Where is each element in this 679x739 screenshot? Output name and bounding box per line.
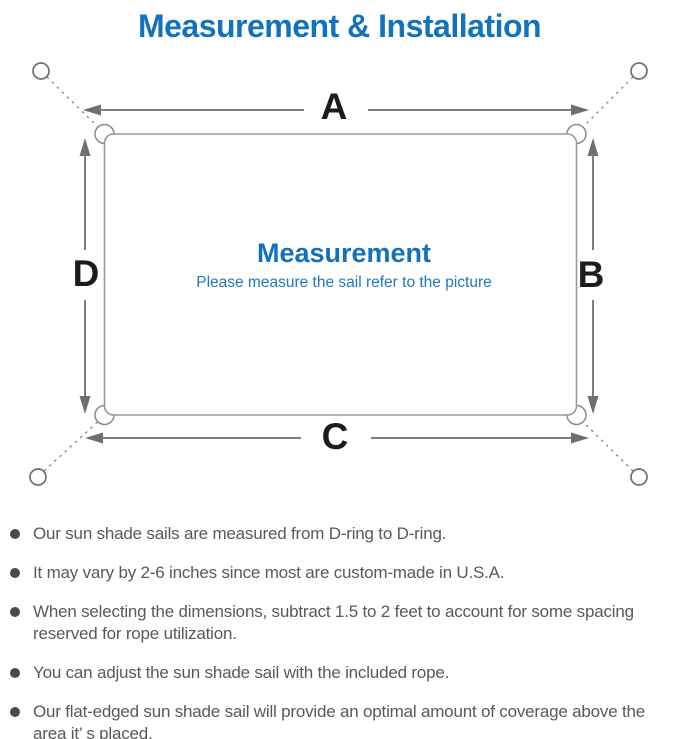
note-text: Our flat-edged sun shade sail will provi… (33, 702, 646, 739)
bullet-icon (10, 707, 20, 717)
arrow-a-right-head (571, 104, 589, 116)
measurement-diagram: A B C D Measurement Please measure the s… (29, 62, 648, 486)
page-title: Measurement & Installation (137, 8, 542, 44)
arrow-c-left-head (85, 432, 103, 444)
note-item: Our sun shade sails are measured from D-… (10, 523, 673, 545)
arrow-c-right-head (571, 432, 589, 444)
sail-outline (103, 133, 578, 416)
notes-list: Our sun shade sails are measured from D-… (10, 523, 673, 739)
note-item: It may vary by 2-6 inches since most are… (10, 562, 673, 584)
note-text: You can adjust the sun shade sail with t… (33, 663, 450, 682)
note-item: Our flat-edged sun shade sail will provi… (10, 701, 673, 739)
tie-line-top-right (577, 76, 634, 133)
arrow-b-top-head (587, 138, 599, 156)
tie-line-top-left (46, 76, 104, 133)
dim-label-d: D (73, 253, 100, 294)
tie-line-bottom-right (577, 416, 634, 472)
anchor-ring-bottom-right (630, 468, 648, 486)
bullet-icon (10, 568, 20, 578)
bullet-icon (10, 529, 20, 539)
bullet-icon (10, 607, 20, 617)
bullet-icon (10, 668, 20, 678)
anchor-ring-bottom-left (29, 468, 47, 486)
arrow-b-bottom-head (587, 396, 599, 414)
note-text: Our sun shade sails are measured from D-… (33, 524, 447, 543)
anchor-ring-top-left (32, 62, 50, 80)
dim-label-c: C (322, 416, 349, 457)
note-text: When selecting the dimensions, subtract … (33, 602, 634, 643)
arrow-d-bottom-head (79, 396, 91, 414)
diagram-heading: Measurement (257, 238, 431, 268)
diagram-subheading: Please measure the sail refer to the pic… (196, 274, 492, 291)
anchor-ring-top-right (630, 62, 648, 80)
arrow-a-left-head (83, 104, 101, 116)
tie-line-bottom-left (43, 416, 104, 472)
note-item: When selecting the dimensions, subtract … (10, 601, 673, 645)
note-text: It may vary by 2-6 inches since most are… (33, 563, 505, 582)
note-item: You can adjust the sun shade sail with t… (10, 662, 673, 684)
dim-label-b: B (578, 254, 605, 295)
arrow-d-top-head (79, 138, 91, 156)
dim-label-a: A (321, 86, 348, 127)
